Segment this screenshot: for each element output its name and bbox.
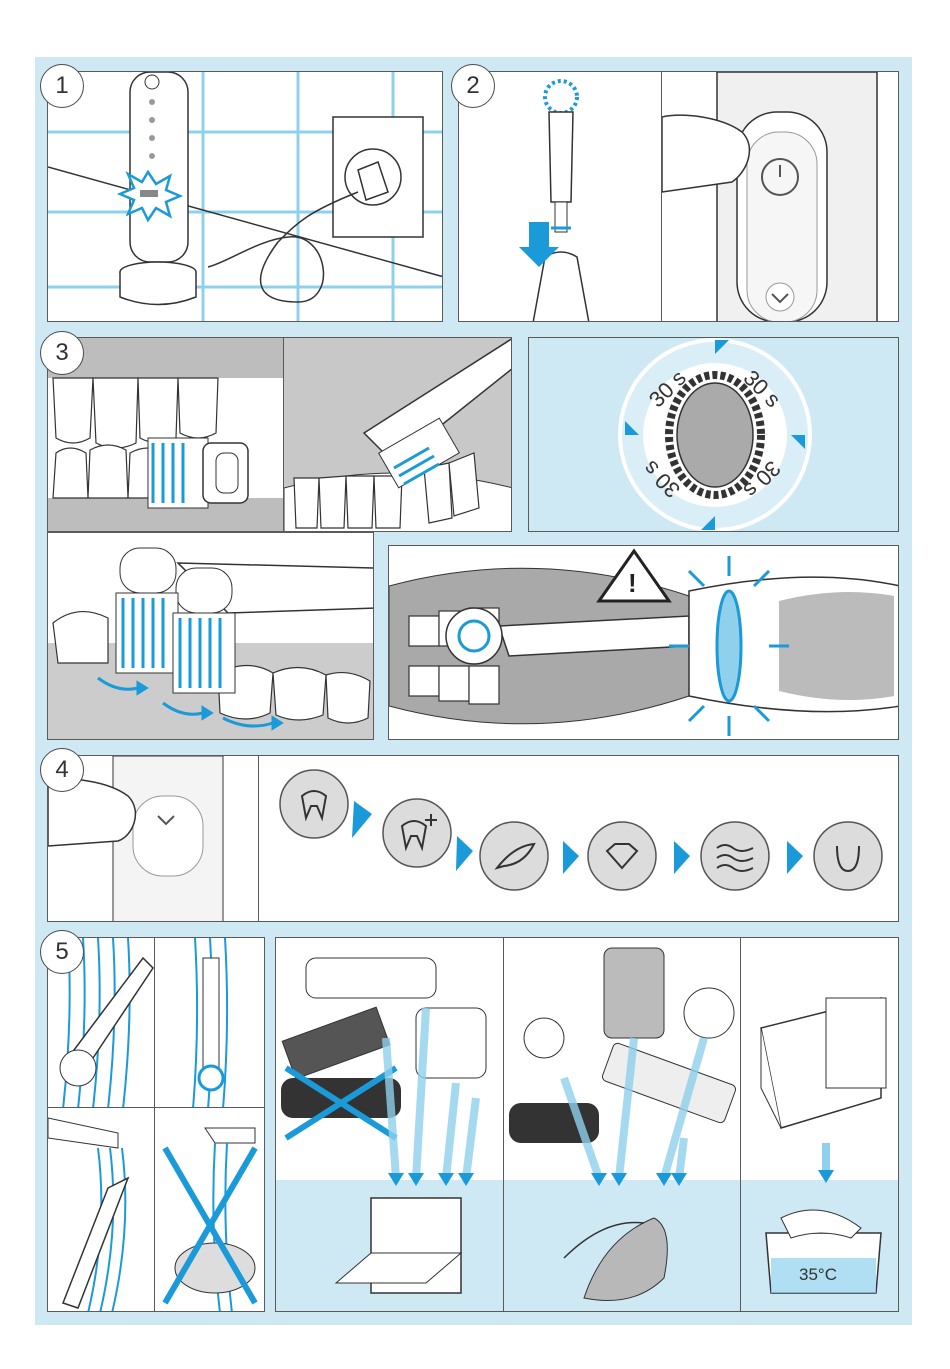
rinse-handle-illustration [155, 938, 265, 1108]
step5-dishwasher-panel [275, 937, 504, 1312]
no-rinse-charger-illustration [155, 1108, 265, 1312]
modes-sequence-illustration [259, 756, 899, 922]
step2-power-button-panel [661, 71, 899, 322]
warning-icon: ! [628, 568, 637, 599]
step5-rinse-handle-panel [154, 937, 265, 1108]
step-number-5: 5 [40, 930, 84, 974]
step5-case-hand-wash-panel: 35°C [740, 937, 899, 1312]
step1-charging-panel [47, 71, 443, 322]
step5-wipe-panel [503, 937, 741, 1312]
wipe-clean-illustration [504, 938, 741, 1312]
rinse-under-tap-illustration [48, 1108, 155, 1312]
step-number-1: 1 [40, 64, 84, 108]
step3-move-along-teeth-panel [47, 532, 374, 740]
step5-no-rinse-charger-panel [154, 1107, 265, 1312]
case-hand-wash-illustration [741, 938, 899, 1312]
attach-brush-illustration [459, 72, 662, 322]
step-number-3: 3 [40, 331, 84, 375]
step3-inner-teeth-panel [283, 337, 512, 532]
dishwasher-safe-illustration [276, 938, 504, 1312]
outer-teeth-brushing-illustration [48, 338, 284, 532]
quadrant-timer-dial [529, 338, 899, 532]
step-number-2: 2 [451, 64, 495, 108]
step5-rinse-under-tap-panel [47, 1107, 155, 1312]
pressure-warning-illustration [389, 546, 899, 740]
water-temperature-label: 35°C [799, 1265, 837, 1285]
step3-quadrant-timer-panel: 30 s 30 s 30 s 30 s [528, 337, 899, 532]
inner-teeth-brushing-illustration [284, 338, 512, 532]
power-button-illustration [662, 72, 899, 322]
charging-illustration [48, 72, 443, 322]
step3-pressure-warning-panel: ! [388, 545, 899, 740]
step3-outer-teeth-panel [47, 337, 284, 532]
step-number-4: 4 [40, 748, 84, 792]
move-along-teeth-illustration [48, 533, 374, 740]
step4-modes-sequence-panel [258, 755, 899, 922]
step2-attach-brush-panel [458, 71, 662, 322]
